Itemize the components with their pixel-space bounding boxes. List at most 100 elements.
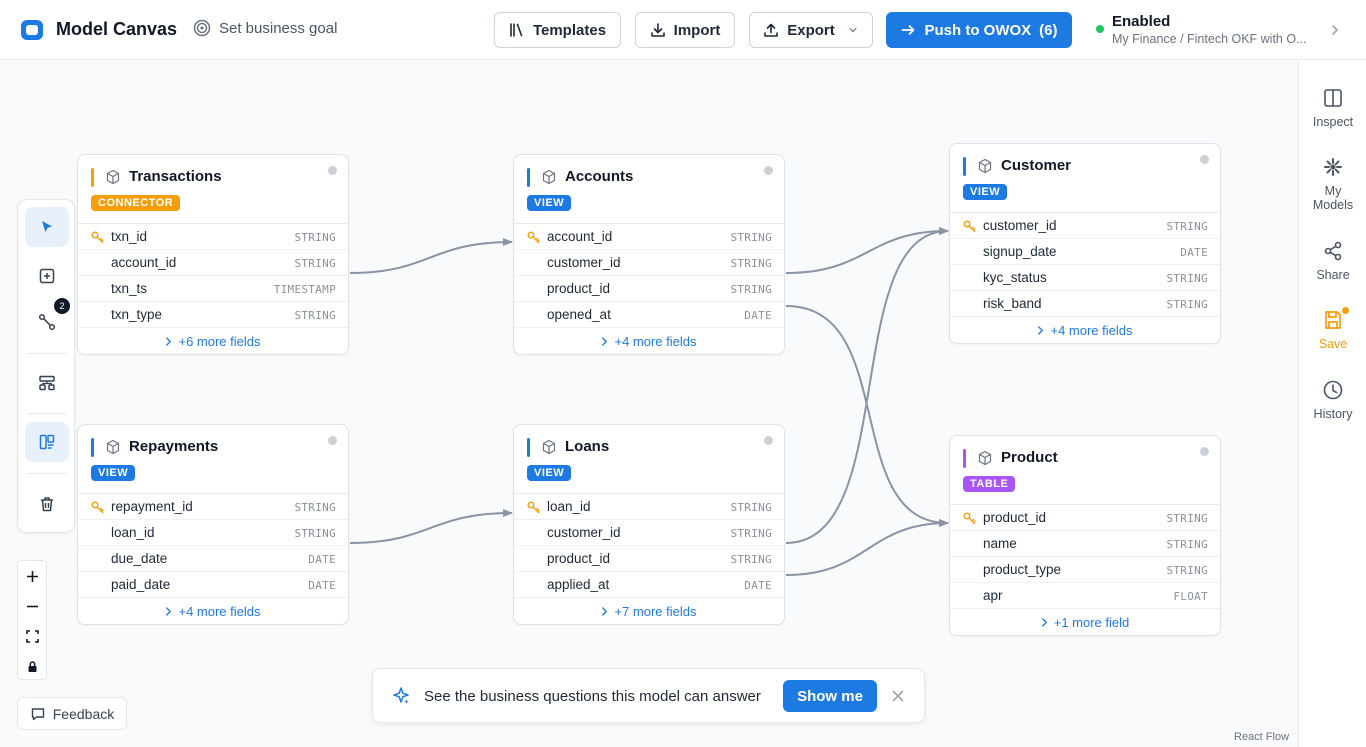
node-status-dot[interactable] — [1200, 447, 1209, 456]
auto-layout-button[interactable] — [25, 363, 69, 403]
field-name: opened_at — [547, 307, 611, 322]
field-type: STRING — [730, 501, 772, 514]
node-status-dot[interactable] — [328, 166, 337, 175]
lock-canvas-button[interactable] — [18, 651, 46, 681]
export-label: Export — [787, 21, 835, 39]
more-fields-link[interactable]: +1 more field — [950, 609, 1220, 635]
fit-view-button[interactable] — [18, 621, 46, 651]
delete-button[interactable] — [25, 484, 69, 524]
inspect-button[interactable]: Inspect — [1299, 87, 1366, 129]
show-me-button[interactable]: Show me — [783, 680, 877, 712]
export-dropdown-button[interactable]: Export — [749, 12, 873, 48]
field-type: STRING — [730, 283, 772, 296]
field-type: FLOAT — [1173, 590, 1208, 603]
field-name: product_id — [983, 510, 1047, 525]
node-status-dot[interactable] — [1200, 155, 1209, 164]
node-title: Loans — [565, 438, 610, 455]
close-icon[interactable] — [890, 688, 906, 704]
save-button[interactable]: Save — [1299, 307, 1366, 351]
more-fields-link[interactable]: +6 more fields — [78, 328, 348, 354]
chevron-right-icon — [166, 336, 172, 346]
floppy-disk-icon — [1325, 311, 1341, 329]
my-models-button[interactable]: My Models — [1299, 156, 1366, 212]
more-fields-link[interactable]: +4 more fields — [950, 317, 1220, 343]
chevron-right-icon[interactable] — [1329, 23, 1341, 37]
node-status-dot[interactable] — [764, 436, 773, 445]
node-type-badge: TABLE — [963, 476, 1016, 492]
set-business-goal-link[interactable]: Set business goal — [193, 19, 337, 37]
status-title: Enabled — [1112, 13, 1171, 30]
node-status-dot[interactable] — [328, 436, 337, 445]
field-type: STRING — [294, 257, 336, 270]
connect-tool-button[interactable] — [25, 302, 69, 342]
field-row[interactable]: opened_at DATE — [514, 302, 784, 328]
node-status-dot[interactable] — [764, 166, 773, 175]
more-fields-link[interactable]: +4 more fields — [78, 598, 348, 624]
react-flow-attribution[interactable]: React Flow — [1234, 731, 1290, 743]
zoom-in-button[interactable] — [18, 561, 46, 591]
key-icon — [527, 231, 540, 244]
templates-button[interactable]: Templates — [494, 12, 621, 48]
field-type: DATE — [744, 309, 772, 322]
add-node-button[interactable] — [25, 256, 69, 296]
push-to-owox-button[interactable]: Push to OWOX (6) — [886, 12, 1072, 48]
zoom-out-button[interactable] — [18, 591, 46, 621]
more-fields-link[interactable]: +7 more fields — [514, 598, 784, 624]
save-label: Save — [1318, 337, 1348, 351]
select-tool-button[interactable] — [25, 207, 69, 247]
feedback-button[interactable]: Feedback — [17, 697, 127, 730]
field-type: STRING — [294, 501, 336, 514]
more-fields-link[interactable]: +4 more fields — [514, 328, 784, 354]
panel-toggle-button[interactable] — [25, 422, 69, 462]
my-models-label-line2: Models — [1312, 198, 1354, 212]
share-button[interactable]: Share — [1299, 240, 1366, 282]
field-name: due_date — [111, 551, 168, 566]
history-button[interactable]: History — [1299, 379, 1366, 421]
field-name: customer_id — [547, 255, 621, 270]
key-icon — [963, 220, 976, 233]
cube-icon — [106, 169, 120, 185]
more-fields-label: +7 more fields — [614, 603, 697, 619]
add-box-icon — [39, 268, 55, 284]
app-logo-icon — [21, 20, 43, 40]
import-button[interactable]: Import — [635, 12, 735, 48]
node-title: Transactions — [129, 168, 222, 185]
my-models-label-line1: My — [1324, 184, 1342, 198]
field-type: STRING — [1166, 220, 1208, 233]
